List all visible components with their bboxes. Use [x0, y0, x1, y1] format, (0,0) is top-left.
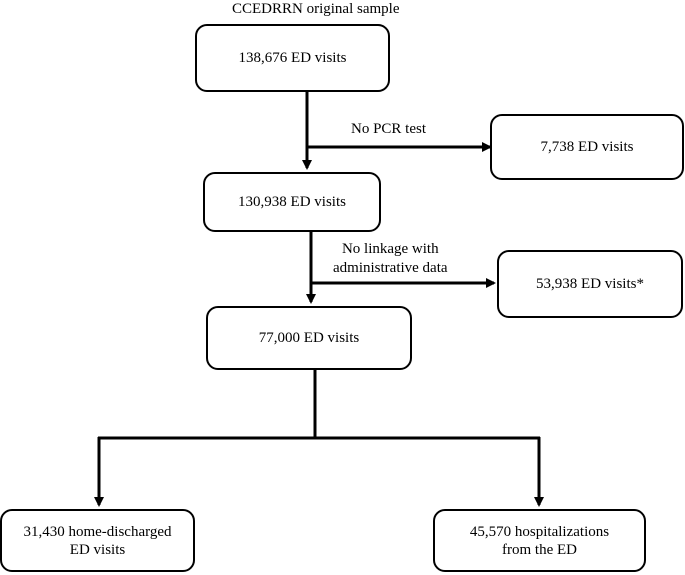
box-hospitalized-line2: from the ED: [502, 541, 577, 558]
edge-label-no-linkage-line2: administrative data: [333, 260, 448, 276]
edge-label-no-linkage-line1: No linkage with: [341, 241, 439, 257]
box-after-pcr: 130,938 ED visits: [203, 172, 381, 232]
box-linkage-excluded-text: 53,938 ED visits*: [536, 276, 644, 292]
box-hospitalized: 45,570 hospitalizations from the ED: [433, 509, 646, 572]
box-after-linkage: 77,000 ED visits: [206, 306, 412, 370]
edge-label-no-linkage: No linkage with administrative data: [333, 240, 448, 278]
box-discharged-line1: 31,430 home-discharged: [23, 523, 172, 540]
box-linkage-excluded: 53,938 ED visits*: [497, 250, 683, 318]
box-discharged-line2: ED visits: [69, 541, 126, 558]
box-pcr-excluded-text: 7,738 ED visits: [540, 139, 634, 155]
box-pcr-excluded: 7,738 ED visits: [490, 114, 684, 180]
box-start-text: 138,676 ED visits: [238, 50, 347, 66]
edge-label-no-pcr: No PCR test: [351, 121, 427, 137]
box-hospitalized-line1: 45,570 hospitalizations: [469, 523, 610, 540]
diagram-title: CCEDRRN original sample: [232, 1, 400, 17]
box-after-linkage-text: 77,000 ED visits: [258, 330, 360, 346]
box-discharged: 31,430 home-discharged ED visits: [0, 509, 195, 572]
box-start: 138,676 ED visits: [195, 24, 390, 92]
box-after-pcr-text: 130,938 ED visits: [238, 194, 346, 210]
